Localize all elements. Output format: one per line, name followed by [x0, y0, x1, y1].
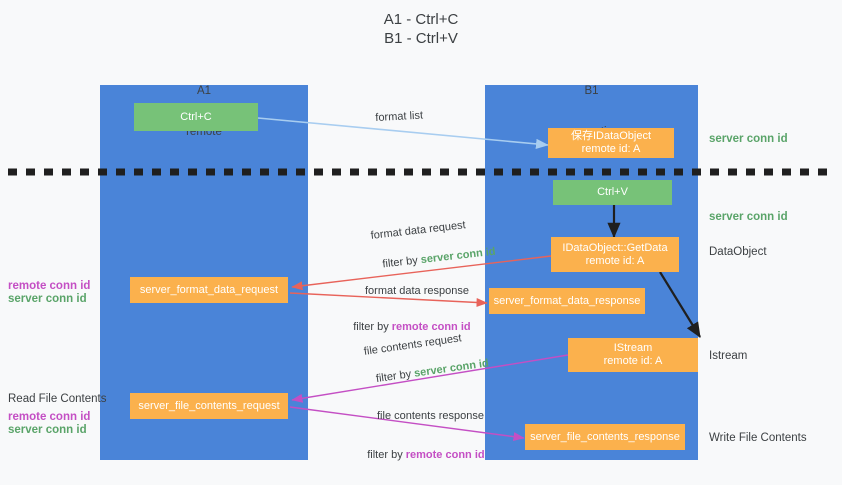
node-server-format-data-response[interactable]: server_format_data_response	[489, 288, 645, 314]
page-title: A1 - Ctrl+C B1 - Ctrl+V	[0, 10, 842, 48]
edge-label-filter-prefix-3: filter by	[375, 367, 416, 386]
edge-label-filter-key-2: remote conn id	[391, 321, 471, 333]
label-remote-conn-id-bottom: remote conn id	[8, 411, 91, 423]
node-server-file-contents-request[interactable]: server_file_contents_request	[130, 393, 288, 419]
edge-label-filter-prefix-2: filter by	[353, 321, 392, 333]
label-read-file-contents: Read File Contents	[8, 393, 107, 405]
edge-label-file-contents-response-filter: filter by remote conn id	[355, 434, 485, 476]
edge-label-format-list: format list	[375, 109, 424, 124]
label-dataobject: DataObject	[709, 246, 767, 258]
node-ctrl-c[interactable]: Ctrl+C	[134, 103, 258, 131]
edge-label-filter-key-4: remote conn id	[405, 449, 485, 461]
edge-label-filter-prefix-4: filter by	[367, 449, 406, 461]
label-istream: Istream	[709, 350, 748, 362]
edge-label-format-data-response-filter: filter by remote conn id	[341, 306, 471, 348]
label-server-conn-id-left-mid: server conn id	[8, 293, 87, 305]
node-ctrl-v[interactable]: Ctrl+V	[553, 180, 672, 205]
node-save-idataobject[interactable]: 保存IDataObject remote id: A	[548, 128, 674, 158]
label-server-conn-id-top: server conn id	[709, 133, 788, 145]
node-server-format-data-request[interactable]: server_format_data_request	[130, 277, 288, 303]
title-line-1: A1 - Ctrl+C	[383, 11, 459, 28]
title-line-2: B1 - Ctrl+V	[384, 30, 458, 47]
node-server-file-contents-response[interactable]: server_file_contents_response	[525, 424, 685, 450]
label-remote-conn-id-mid: remote conn id	[8, 280, 91, 292]
column-header-b1-name: B1	[584, 85, 599, 97]
node-idataobject-getdata[interactable]: IDataObject::GetData remote id: A	[551, 237, 679, 272]
edge-label-filter-key-1: server conn id	[420, 245, 497, 267]
column-header-a1-name: A1	[196, 85, 212, 97]
node-istream[interactable]: IStream remote id: A	[568, 338, 698, 372]
label-server-conn-id-left-bottom: server conn id	[8, 424, 87, 436]
edge-label-file-contents-response: file contents response	[377, 410, 485, 422]
edge-label-filter-key-3: server conn id	[413, 357, 490, 380]
edge-label-filter-prefix-1: filter by	[381, 254, 422, 271]
label-write-file-contents: Write File Contents	[709, 432, 807, 444]
edge-label-format-data-response: format data response	[365, 285, 469, 297]
label-server-conn-id-mid: server conn id	[709, 211, 788, 223]
